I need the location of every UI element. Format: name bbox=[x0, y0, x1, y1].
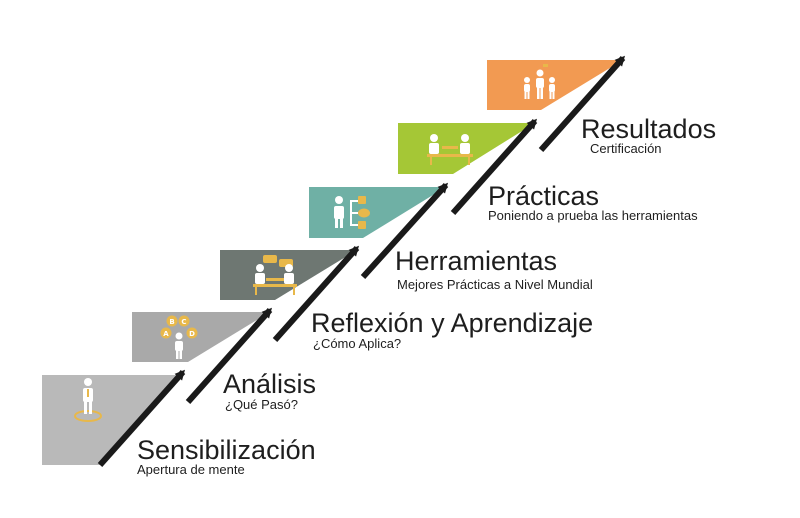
step-2-arrow bbox=[185, 307, 273, 404]
step-5: Prácticas Poniendo a prueba las herramie… bbox=[398, 118, 698, 223]
step-2-subtitle: ¿Qué Pasó? bbox=[225, 397, 298, 412]
step-1-block bbox=[42, 375, 183, 465]
step-3-title: Reflexión y Aprendizaje bbox=[311, 308, 593, 338]
svg-text:C: C bbox=[181, 318, 186, 326]
step-1-arrow bbox=[97, 369, 186, 467]
svg-text:D: D bbox=[189, 330, 195, 338]
svg-text:A: A bbox=[163, 330, 169, 338]
winners-podium-icon bbox=[524, 64, 555, 99]
svg-text:B: B bbox=[169, 318, 174, 326]
person-flowchart-icon bbox=[334, 196, 370, 229]
person-thinking-options-icon: B C A D bbox=[160, 315, 198, 359]
step-6-arrow bbox=[538, 55, 626, 152]
step-2-block bbox=[132, 312, 270, 362]
step-4-subtitle: Mejores Prácticas a Nivel Mundial bbox=[397, 277, 593, 292]
step-6-subtitle: Certificación bbox=[590, 141, 662, 156]
people-meeting-icon bbox=[253, 255, 297, 295]
step-3: Reflexión y Aprendizaje ¿Cómo Aplica? bbox=[220, 245, 593, 351]
step-4: Herramientas Mejores Prácticas a Nivel M… bbox=[309, 182, 593, 292]
step-3-arrow bbox=[272, 245, 360, 342]
step-5-subtitle: Poniendo a prueba las herramientas bbox=[488, 208, 698, 223]
step-1: Sensibilización Apertura de mente bbox=[42, 369, 316, 477]
step-5-title: Prácticas bbox=[488, 181, 599, 211]
step-3-subtitle: ¿Cómo Aplica? bbox=[313, 336, 401, 351]
step-5-arrow bbox=[450, 118, 538, 215]
step-4-arrow bbox=[360, 182, 449, 280]
step-2: B C A D Análisis ¿Qué Pasó? bbox=[132, 307, 316, 412]
step-1-title: Sensibilización bbox=[137, 435, 316, 465]
step-4-block bbox=[309, 187, 446, 238]
step-6-title: Resultados bbox=[581, 114, 716, 144]
step-2-title: Análisis bbox=[223, 369, 316, 399]
people-at-table-icon bbox=[427, 134, 473, 165]
step-1-subtitle: Apertura de mente bbox=[137, 462, 245, 477]
step-6-block bbox=[487, 60, 623, 110]
step-4-title: Herramientas bbox=[395, 246, 557, 276]
person-with-target-icon bbox=[74, 378, 102, 422]
step-6: Resultados Certificación bbox=[487, 55, 716, 156]
